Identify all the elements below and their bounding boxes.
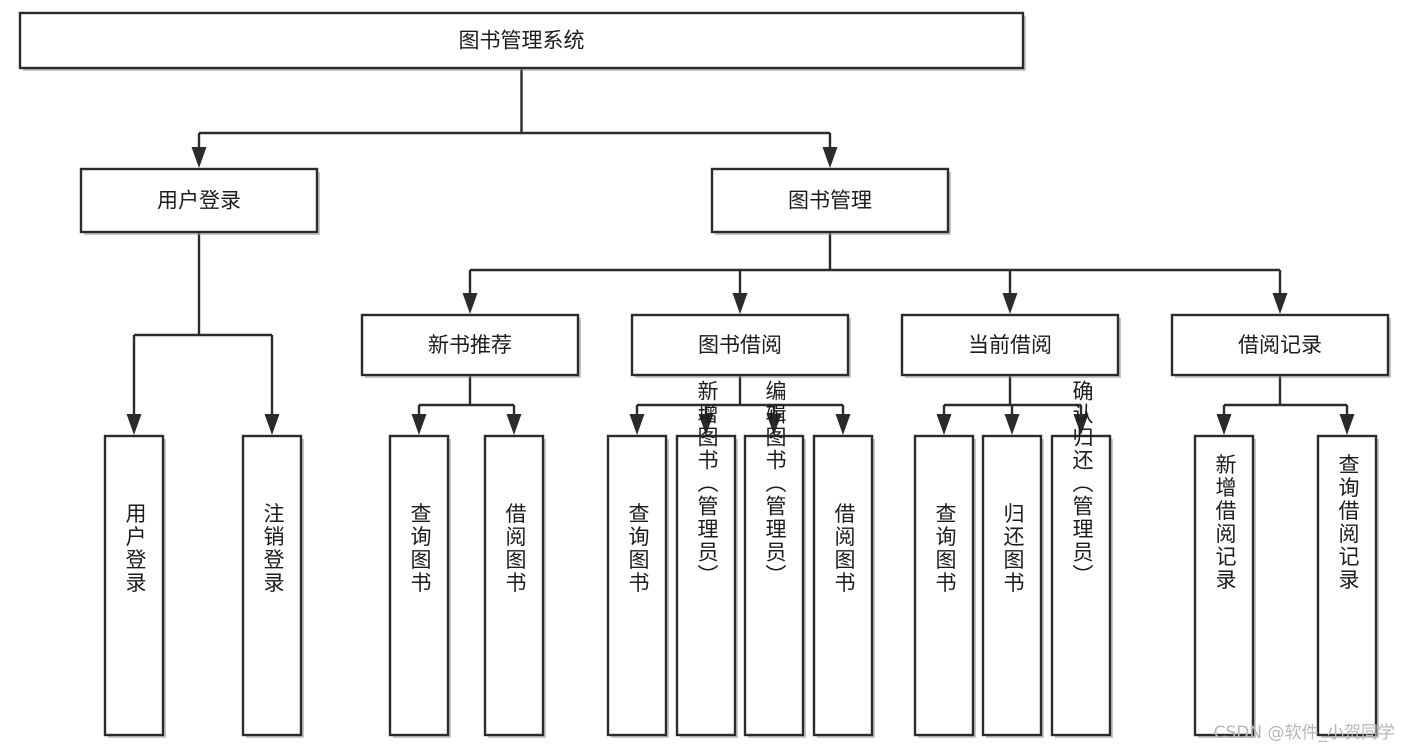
node-root[interactable]: 图书管理系统 [18, 11, 1026, 71]
node-box[interactable] [630, 313, 850, 377]
node-label: 图书借阅 [698, 333, 782, 357]
arrow-head-icon [1216, 414, 1232, 435]
arrow-head-icon [1004, 414, 1020, 435]
node-box[interactable] [103, 434, 165, 737]
node-label: 新书推荐 [428, 333, 512, 357]
node-borrow-record[interactable]: 借阅记录 [1170, 313, 1391, 378]
node-box[interactable] [710, 167, 950, 234]
arrow-head-icon [1002, 293, 1018, 314]
arrow-head-icon [936, 414, 952, 435]
arrow-head-icon [1272, 293, 1288, 314]
node-label: 查询借阅记录 [1336, 454, 1360, 592]
arrow-head-icon [1073, 414, 1089, 435]
node-label: 编辑图书（管理员） [763, 380, 787, 587]
arrow-head-icon [126, 414, 142, 435]
edges-layer [126, 68, 1355, 435]
node-leaf-query-book-3[interactable]: 查询图书 [913, 434, 976, 738]
node-box[interactable] [388, 434, 450, 737]
edge-group-new-book-rec [411, 375, 522, 435]
node-label: 用户登录 [157, 189, 241, 213]
node-label: 借阅图书 [503, 503, 527, 595]
node-box[interactable] [900, 313, 1120, 377]
node-label: 图书管理 [788, 189, 872, 213]
node-book-manage[interactable]: 图书管理 [710, 167, 951, 235]
node-leaf-edit-book[interactable]: 编辑图书（管理员） [743, 380, 806, 738]
csdn-watermark: CSDN @软件_小贺同学 [1213, 723, 1395, 743]
node-leaf-query-book-1[interactable]: 查询图书 [388, 434, 451, 738]
edge-group-book-manage [462, 232, 1288, 314]
node-book-borrow[interactable]: 图书借阅 [630, 313, 851, 378]
arrow-head-icon [506, 414, 522, 435]
node-label: 归还图书 [1001, 503, 1025, 595]
node-box[interactable] [483, 434, 545, 737]
node-label: 查询图书 [933, 503, 957, 595]
node-box[interactable] [913, 434, 975, 737]
arrow-head-icon [698, 414, 714, 435]
node-leaf-confirm-return[interactable]: 确认归还（管理员） [1050, 380, 1113, 738]
node-label: 确认归还（管理员） [1070, 380, 1094, 587]
node-box[interactable] [812, 434, 874, 737]
node-box[interactable] [360, 313, 580, 377]
node-box[interactable] [1170, 313, 1390, 377]
node-label: 查询图书 [408, 503, 432, 595]
node-label: 当前借阅 [968, 333, 1052, 357]
edge-group-user-login [126, 232, 280, 435]
node-box[interactable] [241, 434, 303, 737]
node-label: 查询图书 [626, 503, 650, 595]
node-leaf-query-record[interactable]: 查询借阅记录 [1316, 434, 1379, 738]
node-label: 用户登录 [123, 503, 147, 595]
edge-group-book-borrow [629, 375, 851, 435]
node-box[interactable] [79, 167, 319, 234]
arrow-head-icon [822, 147, 838, 168]
node-leaf-borrow-book-1[interactable]: 借阅图书 [483, 434, 546, 738]
node-leaf-return-book[interactable]: 归还图书 [981, 434, 1044, 738]
node-leaf-logout[interactable]: 注销登录 [241, 434, 304, 738]
node-label: 新增借阅记录 [1213, 454, 1237, 592]
node-leaf-user-login[interactable]: 用户登录 [103, 434, 166, 738]
node-label: 新增图书（管理员） [695, 380, 719, 587]
node-label: 注销登录 [261, 503, 285, 595]
edge-group-borrow-record [1216, 375, 1355, 435]
arrow-head-icon [766, 414, 782, 435]
arrow-head-icon [462, 293, 478, 314]
node-box[interactable] [1050, 434, 1112, 737]
arrow-head-icon [629, 414, 645, 435]
node-box[interactable] [606, 434, 668, 737]
node-label: 图书管理系统 [459, 29, 585, 53]
arrow-head-icon [835, 414, 851, 435]
node-leaf-add-book[interactable]: 新增图书（管理员） [675, 380, 738, 738]
node-leaf-add-record[interactable]: 新增借阅记录 [1193, 434, 1256, 738]
node-user-login[interactable]: 用户登录 [79, 167, 320, 235]
arrow-head-icon [264, 414, 280, 435]
node-leaf-query-book-2[interactable]: 查询图书 [606, 434, 669, 738]
arrow-head-icon [1339, 414, 1355, 435]
edge-group-root [191, 68, 838, 168]
node-current-borrow[interactable]: 当前借阅 [900, 313, 1121, 378]
node-box[interactable] [1316, 434, 1378, 737]
arrow-head-icon [411, 414, 427, 435]
edge-group-current-borrow [936, 375, 1089, 435]
arrow-head-icon [191, 147, 207, 168]
node-box[interactable] [743, 434, 805, 737]
node-label: 借阅图书 [832, 503, 856, 595]
node-leaf-borrow-book-2[interactable]: 借阅图书 [812, 434, 875, 738]
node-box[interactable] [1193, 434, 1255, 737]
node-box[interactable] [981, 434, 1043, 737]
node-box[interactable] [18, 11, 1025, 70]
node-new-book-rec[interactable]: 新书推荐 [360, 313, 581, 378]
arrow-head-icon [732, 293, 748, 314]
node-label: 借阅记录 [1238, 333, 1322, 357]
node-box[interactable] [675, 434, 737, 737]
nodes-layer: 图书管理系统用户登录图书管理新书推荐图书借阅当前借阅借阅记录用户登录注销登录查询… [18, 11, 1391, 738]
